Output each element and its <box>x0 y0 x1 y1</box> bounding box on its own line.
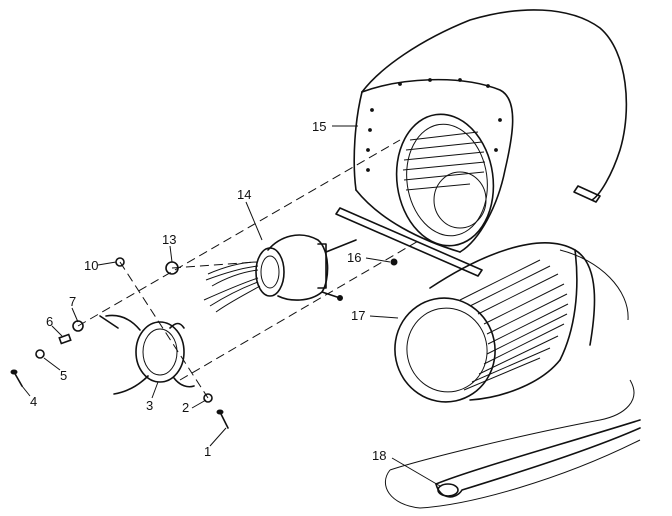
callout-4: 4 <box>30 394 37 409</box>
blower-wheel <box>394 242 629 403</box>
callout-labels: 15 14 16 17 18 10 13 7 6 5 4 3 2 1 <box>30 119 386 463</box>
callout-18: 18 <box>372 448 386 463</box>
callout-5: 5 <box>60 368 67 383</box>
part-4-bolt <box>10 369 23 387</box>
alignment-lines <box>77 139 421 399</box>
leader-lines <box>21 125 441 487</box>
blower-housing <box>335 9 628 277</box>
callout-16: 16 <box>347 250 361 265</box>
callout-1: 1 <box>204 444 211 459</box>
callout-13: 13 <box>162 232 176 247</box>
callout-15: 15 <box>312 119 326 134</box>
bottom-panel <box>384 379 641 509</box>
callout-3: 3 <box>146 398 153 413</box>
callout-7: 7 <box>69 294 76 309</box>
callout-14: 14 <box>237 187 251 202</box>
part-5-washer <box>35 349 45 359</box>
callout-2: 2 <box>182 400 189 415</box>
part-1-bolt <box>216 409 229 429</box>
callout-6: 6 <box>46 314 53 329</box>
hardware-parts <box>10 257 398 429</box>
part-16-screw <box>390 258 398 266</box>
motor <box>203 234 357 313</box>
motor-mount <box>105 314 195 395</box>
callout-10: 10 <box>84 258 98 273</box>
callout-17: 17 <box>351 308 365 323</box>
part-6-spacer <box>58 333 72 345</box>
